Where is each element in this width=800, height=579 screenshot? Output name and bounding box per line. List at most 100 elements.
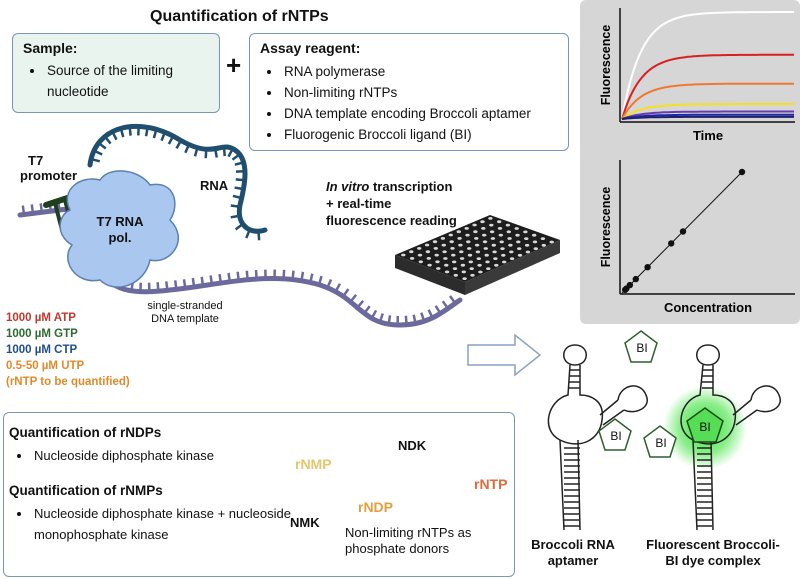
plate-well <box>449 240 454 244</box>
dna-base <box>30 204 35 214</box>
dna-base <box>156 282 160 292</box>
plate-well <box>541 243 546 247</box>
rnmp-label: rNMP <box>295 456 332 472</box>
rna-base <box>175 139 182 149</box>
list-item: Nucleoside diphosphate kinase <box>32 445 292 466</box>
rna-base <box>222 147 226 157</box>
bi-pentagon <box>624 330 658 363</box>
nmk-label: NMK <box>290 515 320 530</box>
plate-well <box>525 250 531 254</box>
plate-well <box>452 260 457 264</box>
plate-well <box>467 247 472 250</box>
plate-well <box>448 233 453 237</box>
data-point-7 <box>679 228 687 235</box>
data-point-5 <box>644 264 651 271</box>
plate-well <box>491 243 496 247</box>
plate-well <box>502 260 507 264</box>
kinetic-curve-4 <box>621 103 794 120</box>
plate-well <box>469 267 474 270</box>
plate-well <box>417 253 423 257</box>
bi-label: BI <box>655 436 667 450</box>
plate-well <box>492 250 497 254</box>
rna-base <box>90 157 101 163</box>
rna-base <box>245 229 251 239</box>
plate-well <box>459 250 464 254</box>
rna-base <box>160 131 167 142</box>
kinetic-curve-6 <box>621 113 794 120</box>
dna-base <box>173 280 178 290</box>
rnmp-list: Nucleoside diphosphate kinase + nucleosi… <box>14 503 294 545</box>
list-item: RNA polymerase <box>282 61 582 82</box>
dna-base <box>191 277 196 288</box>
broccoli-bi-complex <box>680 344 781 531</box>
rna-base <box>213 148 218 158</box>
rna-base <box>234 223 244 231</box>
plate-well <box>470 273 475 277</box>
plate-well <box>409 257 415 260</box>
dna-base <box>291 270 295 280</box>
dna-base <box>363 305 371 315</box>
plate-well <box>474 237 479 240</box>
plate-well <box>418 260 423 264</box>
plate-well <box>483 247 488 250</box>
dna-base <box>412 314 417 324</box>
rna-base <box>167 135 175 145</box>
dna-base <box>200 276 205 286</box>
dna-base <box>300 271 305 281</box>
x-axis-label: Time <box>693 128 723 143</box>
list-item: Nucleoside diphosphate kinase + nucleosi… <box>32 503 294 545</box>
data-point-8 <box>738 168 746 176</box>
plate-well <box>433 247 438 250</box>
dna-base <box>342 288 350 298</box>
plate-well <box>466 240 471 244</box>
plate-well <box>500 247 505 251</box>
plate-well <box>442 250 447 254</box>
plate-well <box>540 237 546 241</box>
donors-label: Non-limiting rNTPs as phosphate donors <box>345 525 472 556</box>
plate-well <box>506 230 511 234</box>
bi-label: BI <box>610 429 622 443</box>
ssdna-label: single-stranded DNA template <box>147 300 223 325</box>
data-point-3 <box>626 281 634 289</box>
conc-ctp: 1000 µM CTP <box>6 344 78 356</box>
dna-base <box>317 275 323 286</box>
y-axis-label: Fluorescence <box>599 187 613 268</box>
plate-well <box>484 253 489 257</box>
dna-base <box>209 275 214 285</box>
plate-well <box>441 243 446 247</box>
plate-well <box>472 223 477 227</box>
page-title: Quantification of rNTPs <box>150 8 329 25</box>
x-axis-label: Concentration <box>664 300 752 315</box>
plate-well <box>432 240 438 244</box>
plate-well <box>434 253 439 257</box>
ivt-label: In vitro transcription + real-time fluor… <box>326 179 457 228</box>
plate-well <box>489 230 495 234</box>
rna-base <box>119 128 125 138</box>
plate-well <box>524 237 529 241</box>
rna-base <box>235 178 245 182</box>
dna-base <box>182 279 187 289</box>
plate-well <box>478 270 483 274</box>
plate-well <box>417 247 422 250</box>
reagent-heading: Assay reagent: <box>260 40 361 56</box>
t7-polymerase <box>59 170 179 288</box>
plate-well <box>451 253 456 257</box>
rndp-label: rNDP <box>358 499 394 515</box>
rna-base <box>193 147 199 157</box>
kinetic-curve-3 <box>621 82 794 120</box>
rna-base <box>144 127 149 137</box>
data-point-6 <box>668 240 675 247</box>
plate-well <box>497 220 502 224</box>
dna-base <box>326 278 333 289</box>
rna-base <box>257 231 261 241</box>
rna-base <box>234 186 244 191</box>
plate-well <box>464 227 469 230</box>
rndp-heading: Quantification of rNDPs <box>9 425 162 440</box>
plate-well <box>443 257 448 260</box>
plate-well <box>460 263 466 267</box>
plate-well <box>465 233 470 237</box>
conc-atp: 1000 µM ATP <box>6 312 76 324</box>
dna-base <box>420 312 426 322</box>
dna-base <box>39 203 44 213</box>
rna-base <box>152 128 158 139</box>
